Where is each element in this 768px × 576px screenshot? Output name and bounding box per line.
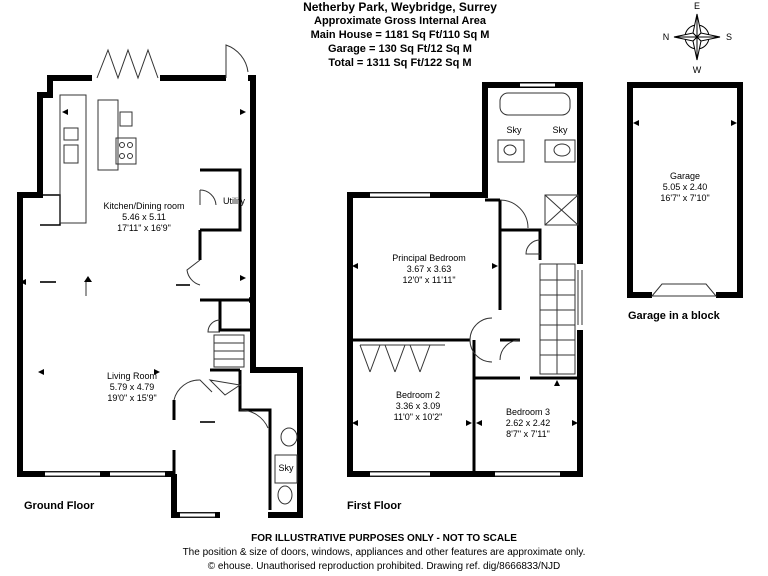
kitchen-label: Kitchen/Dining room — [103, 201, 184, 211]
area-heading: Approximate Gross Internal Area — [314, 15, 486, 27]
bath-icon — [499, 92, 571, 116]
first-floor-plan — [347, 82, 583, 477]
bedroom2-imperial: 11'0" x 10'2" — [394, 412, 443, 422]
ground-floor-label: Ground Floor — [24, 500, 95, 512]
sky-label-ground: Sky — [278, 463, 294, 473]
ground-entrance-wall — [171, 474, 220, 518]
first-floor-label: First Floor — [347, 500, 402, 512]
principal-bedroom-label: Principal Bedroom — [392, 253, 466, 263]
living-label: Living Room — [107, 371, 157, 381]
first-outer-wall-right — [420, 330, 583, 477]
garage-metric: 5.05 x 2.40 — [663, 182, 708, 192]
living-imperial: 19'0" x 15'9" — [107, 393, 156, 403]
hob-icon — [115, 137, 137, 165]
bedroom2-metric: 3.36 x 3.09 — [396, 401, 441, 411]
garage-imperial: 16'7" x 7'10" — [660, 193, 709, 203]
principal-bedroom-metric: 3.67 x 3.63 — [407, 264, 452, 274]
kitchen-worktop — [59, 94, 87, 224]
disclaimer-text: The position & size of doors, windows, a… — [182, 547, 586, 558]
wc-icon — [553, 143, 571, 157]
sink-icon — [63, 127, 79, 141]
compass-west: W — [693, 65, 702, 75]
wc-icon — [277, 485, 293, 505]
skylight-box — [544, 139, 576, 163]
ground-outer-wall-left — [17, 75, 174, 477]
kitchen-metric: 5.46 x 5.11 — [122, 212, 166, 222]
bedroom3-metric: 2.62 x 2.42 — [506, 418, 551, 428]
skylight-box — [274, 454, 298, 484]
rear-door-swing — [225, 44, 249, 78]
bedroom3-imperial: 8'7" x 7'11" — [506, 429, 550, 439]
first-outer-wall-top — [435, 82, 583, 264]
bathroom-door-swing — [499, 199, 529, 229]
compass-north: N — [663, 32, 670, 42]
kitchen-imperial: 17'11" x 16'9" — [117, 223, 171, 233]
total-area: Total = 1311 Sq Ft/122 Sq M — [328, 57, 472, 69]
garage-door-icon — [650, 283, 718, 297]
copyright-text: © ehouse. Unauthorised reproduction proh… — [207, 561, 561, 572]
header-block: Netherby Park, Weybridge, Surrey Approxi… — [250, 0, 550, 70]
compass-south: S — [726, 32, 732, 42]
utility-label: Utility — [223, 196, 245, 206]
bifold-door-icon — [96, 48, 159, 80]
compass-icon — [673, 13, 721, 61]
bedroom2-label: Bedroom 2 — [396, 390, 440, 400]
utility-wall — [200, 168, 242, 232]
bedroom3-label: Bedroom 3 — [506, 407, 550, 417]
shower-icon — [544, 194, 579, 226]
first-outer-wall-left — [347, 192, 450, 477]
basin-icon — [503, 144, 517, 156]
garage-wall — [627, 82, 743, 298]
ground-floor-plan — [17, 44, 303, 518]
skylight-box — [497, 139, 525, 163]
kitchen-island — [97, 99, 119, 171]
ground-outer-wall-right — [248, 75, 303, 518]
garage-block-label: Garage in a block — [628, 310, 720, 322]
basin-icon — [280, 427, 298, 447]
garage-label: Garage — [670, 171, 700, 181]
hall-door-swing — [173, 379, 213, 401]
garage-area: Garage = 130 Sq Ft/12 Sq M — [328, 43, 472, 55]
sky-label-bath-1: Sky — [506, 125, 522, 135]
main-house-area: Main House = 1181 Sq Ft/110 Sq M — [310, 29, 490, 41]
sky-label-bath-2: Sky — [552, 125, 568, 135]
wc-wall — [238, 370, 272, 510]
principal-bedroom-imperial: 12'0" x 11'11" — [402, 275, 455, 285]
disclaimer-heading: FOR ILLUSTRATIVE PURPOSES ONLY - NOT TO … — [251, 533, 517, 544]
property-address: Netherby Park, Weybridge, Surrey — [303, 0, 497, 14]
garage-plan — [627, 82, 743, 298]
compass-east: E — [694, 1, 700, 11]
living-metric: 5.79 x 4.79 — [110, 382, 155, 392]
